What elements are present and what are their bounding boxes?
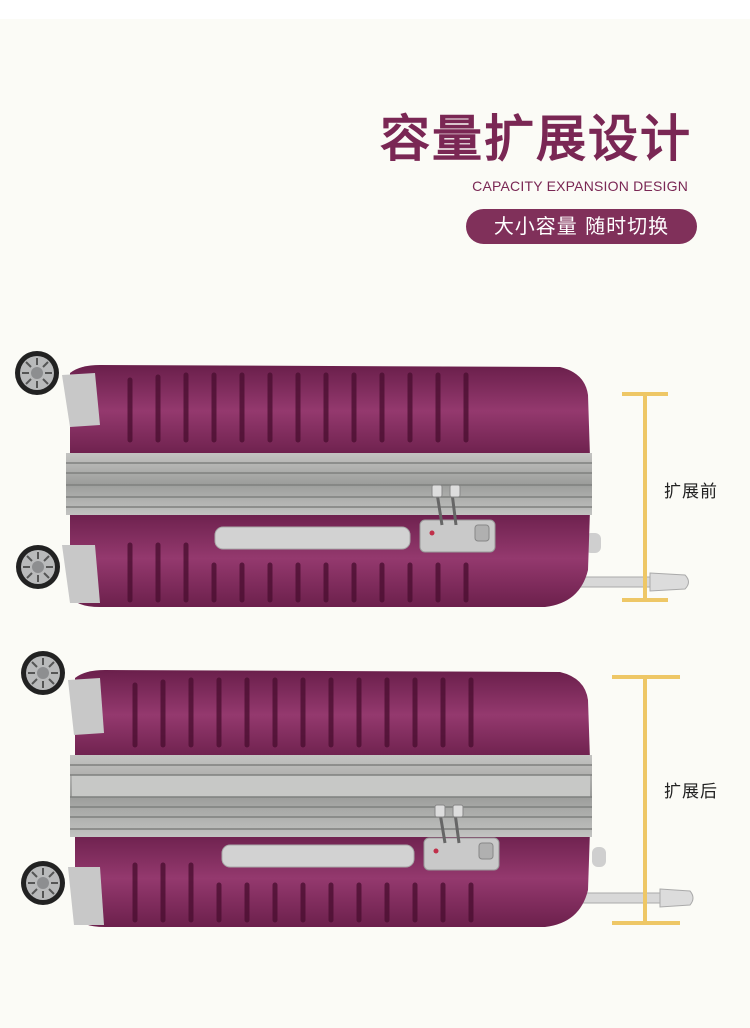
suitcase-after-expansion: [0, 645, 700, 935]
measure-cap-bottom: [612, 921, 680, 925]
measure-line: [643, 675, 647, 925]
page-title: 容量扩展设计: [380, 110, 692, 168]
feature-badge: 大小容量 随时切换: [466, 209, 697, 244]
measure-cap-bottom: [622, 598, 668, 602]
measure-before: 扩展前: [622, 392, 742, 602]
label-before-expansion: 扩展前: [664, 482, 718, 502]
page-subtitle: CAPACITY EXPANSION DESIGN: [472, 178, 688, 194]
measure-after: 扩展后: [612, 675, 750, 925]
measure-line: [643, 392, 647, 602]
top-strip: [0, 0, 750, 19]
label-after-expansion: 扩展后: [664, 782, 718, 802]
suitcase-before-expansion: [0, 345, 700, 615]
